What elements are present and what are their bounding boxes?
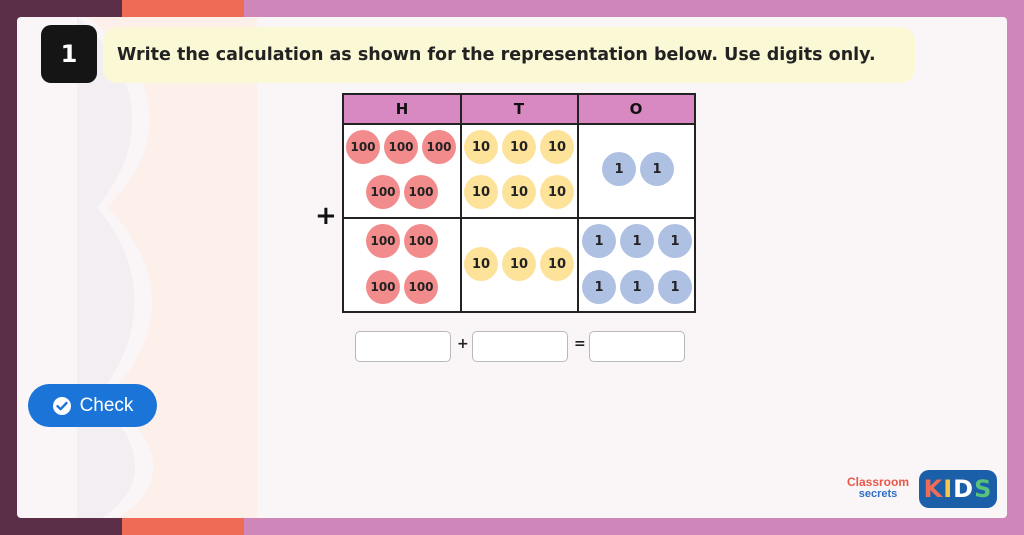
one-counter: 1	[582, 224, 616, 258]
check-circle-icon	[52, 396, 72, 416]
answer-input-first-addend[interactable]	[355, 331, 451, 362]
ten-counter: 10	[540, 130, 574, 164]
header-ones: O	[629, 100, 643, 118]
logo-line-secrets: secrets	[858, 488, 898, 500]
column-divider	[460, 95, 462, 311]
hundred-counter: 100	[366, 175, 400, 209]
one-counter: 1	[620, 270, 654, 304]
check-button-label: Check	[79, 394, 134, 416]
place-value-table: H T O 100 100 100 100 100 10 10 10 10 10…	[342, 93, 696, 313]
ten-counter: 10	[502, 175, 536, 209]
ten-counter: 10	[464, 130, 498, 164]
hundred-counter: 100	[384, 130, 418, 164]
one-counter: 1	[658, 224, 692, 258]
hundred-counter: 100	[404, 270, 438, 304]
question-number: 1	[41, 25, 97, 83]
classroom-secrets-logo: Classroom secrets	[843, 476, 913, 506]
background-wave-decoration	[77, 17, 257, 518]
logo-line-classroom: Classroom	[846, 475, 910, 489]
check-button[interactable]: Check	[28, 384, 157, 427]
kids-logo-letter: I	[943, 475, 954, 503]
hundred-counter: 100	[346, 130, 380, 164]
column-divider	[577, 95, 579, 311]
place-value-header: H T O	[344, 95, 694, 125]
kids-logo-letter: D	[953, 475, 975, 503]
addition-operator: +	[315, 201, 337, 231]
hundred-counter: 100	[404, 175, 438, 209]
answer-input-second-addend[interactable]	[472, 331, 568, 362]
ten-counter: 10	[464, 175, 498, 209]
header-tens: T	[513, 100, 525, 118]
one-counter: 1	[640, 152, 674, 186]
header-hundreds: H	[395, 100, 409, 118]
one-counter: 1	[602, 152, 636, 186]
question-card: 1 Write the calculation as shown for the…	[17, 17, 1007, 518]
hundred-counter: 100	[422, 130, 456, 164]
hundred-counter: 100	[404, 224, 438, 258]
one-counter: 1	[620, 224, 654, 258]
ten-counter: 10	[464, 247, 498, 281]
ten-counter: 10	[540, 247, 574, 281]
one-counter: 1	[582, 270, 616, 304]
answer-input-sum[interactable]	[589, 331, 685, 362]
hundred-counter: 100	[366, 224, 400, 258]
hundred-counter: 100	[366, 270, 400, 304]
question-text: Write the calculation as shown for the r…	[103, 27, 915, 83]
kids-logo: K I D S	[919, 470, 997, 508]
ten-counter: 10	[502, 130, 536, 164]
one-counter: 1	[658, 270, 692, 304]
row-divider	[344, 217, 694, 219]
ten-counter: 10	[540, 175, 574, 209]
plus-sign: +	[457, 336, 469, 352]
kids-logo-letter: K	[923, 475, 944, 503]
equals-sign: =	[574, 336, 586, 352]
ten-counter: 10	[502, 247, 536, 281]
kids-logo-letter: S	[974, 475, 993, 503]
